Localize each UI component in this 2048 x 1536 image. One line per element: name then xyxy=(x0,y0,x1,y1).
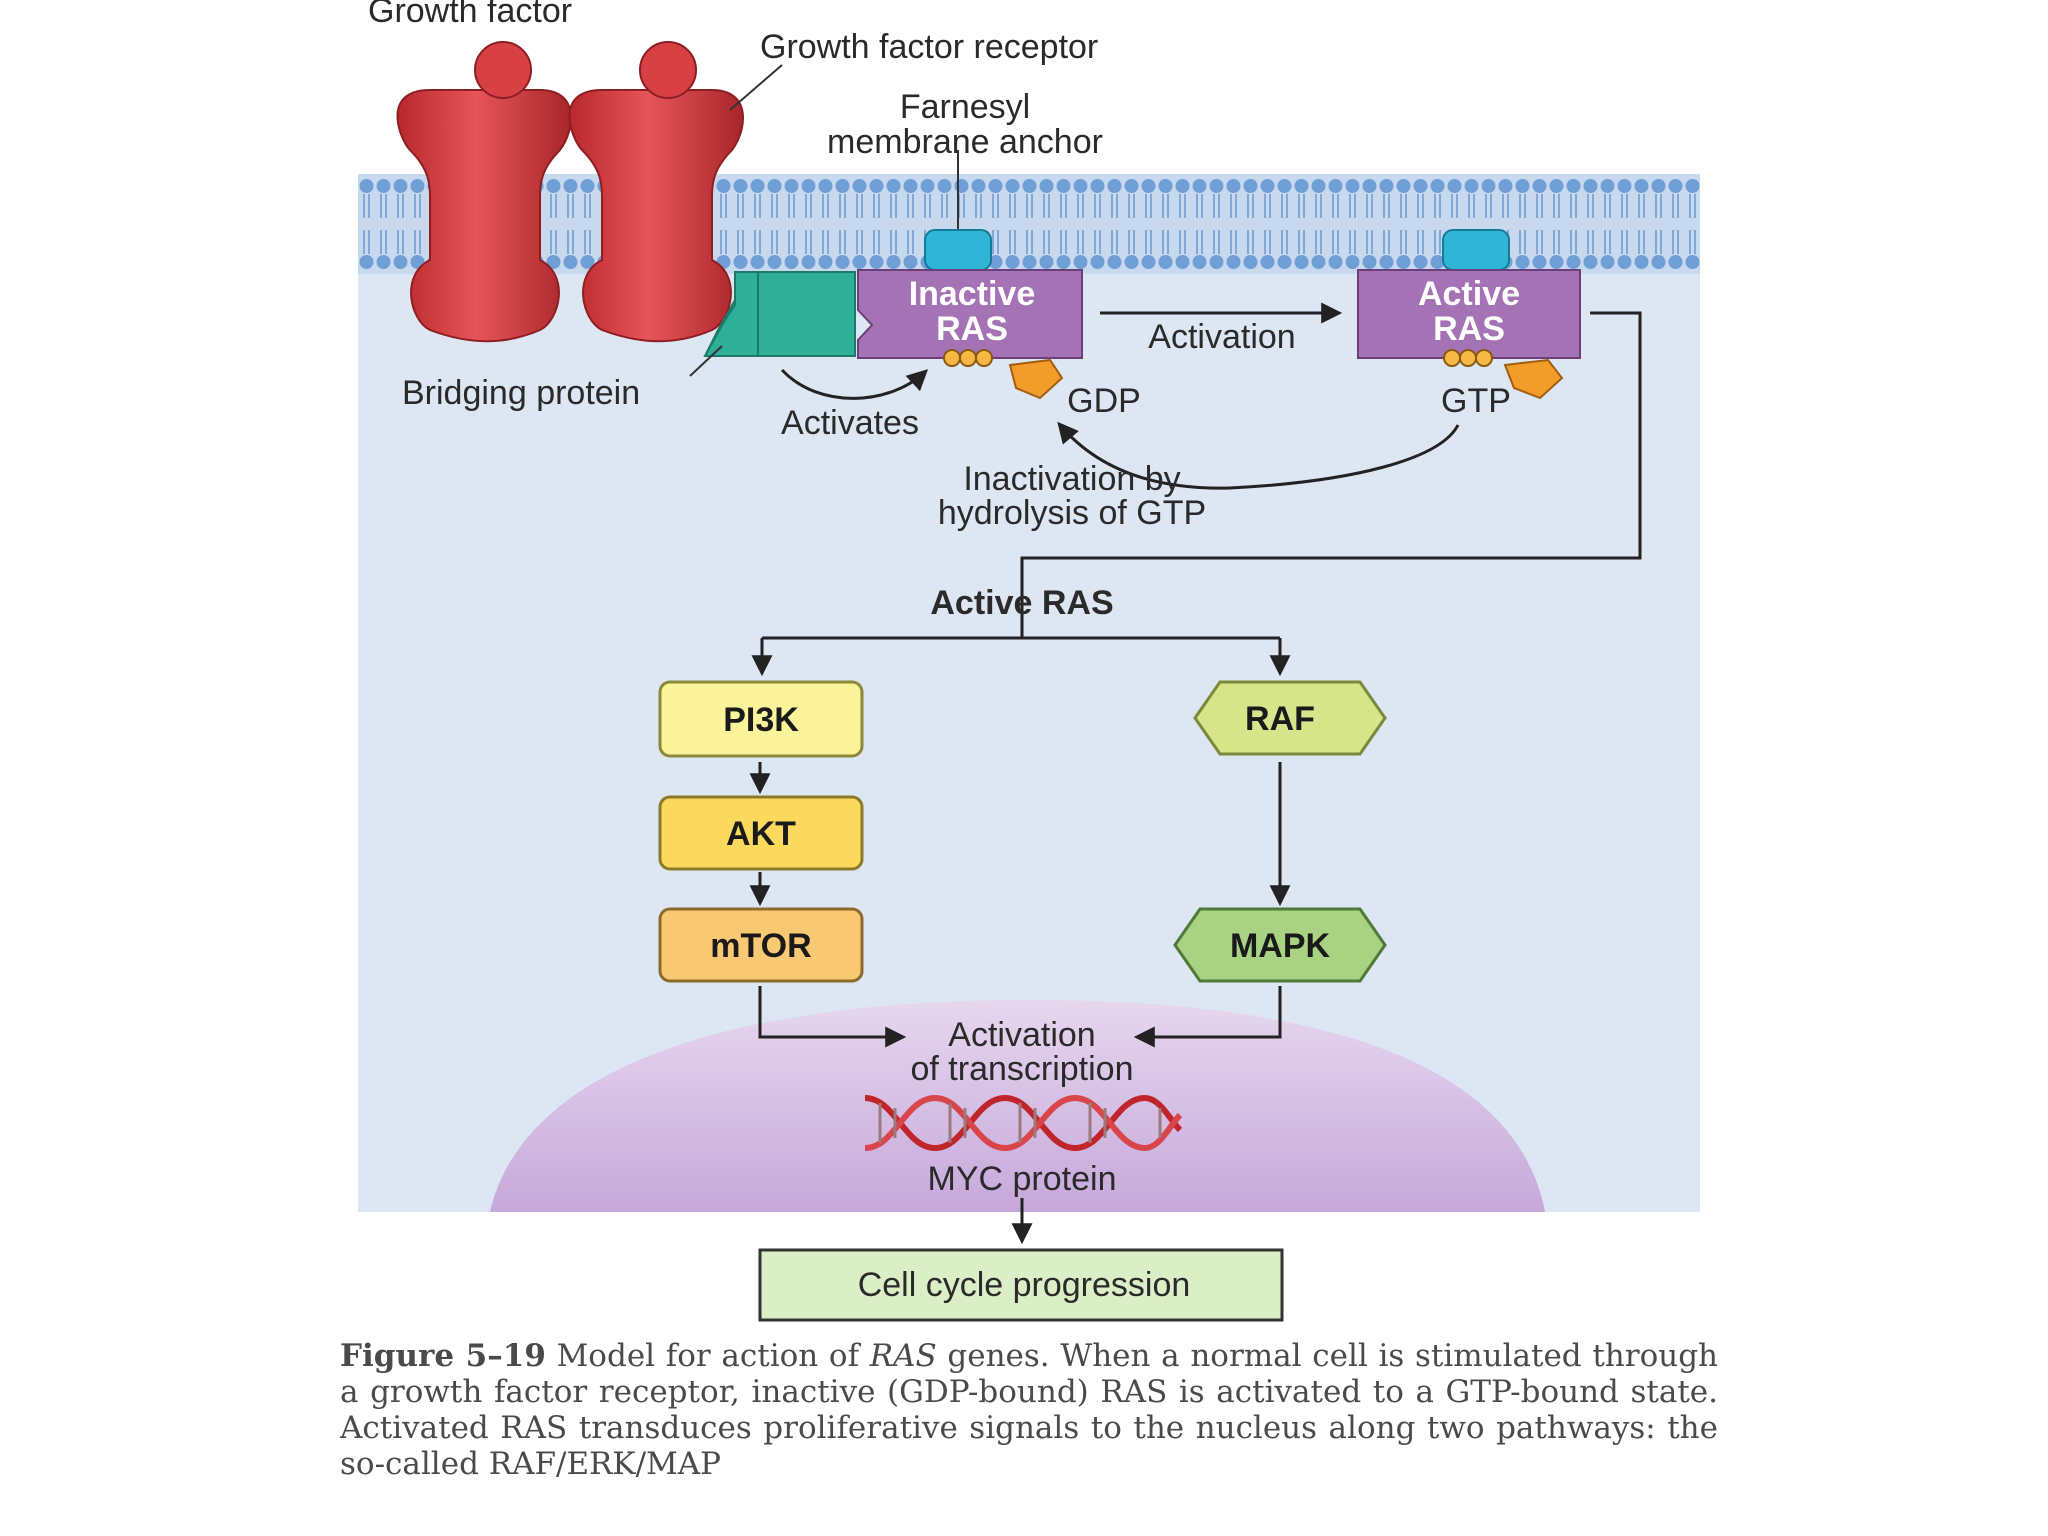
myc-protein-label: MYC protein xyxy=(928,1160,1117,1198)
farnesyl-anchor-active xyxy=(1442,229,1510,271)
transcription-label-line1: Activation xyxy=(948,1016,1095,1054)
gtp-label: GTP xyxy=(1441,382,1511,420)
raf-label: RAF xyxy=(1245,700,1315,738)
inactivation-label-line1: Inactivation by xyxy=(963,460,1180,498)
bridging-protein xyxy=(703,271,856,357)
growth-factor-label: Growth factor xyxy=(368,0,572,30)
cell-cycle-box xyxy=(758,1248,1284,1322)
akt-box xyxy=(658,795,864,871)
caption-text-after: genes. When a normal cell is stimulated … xyxy=(340,1338,1719,1482)
inactive-ras-label-line1: Inactive xyxy=(909,275,1036,313)
gdp-label: GDP xyxy=(1067,382,1141,420)
active-ras-branch-label: Active RAS xyxy=(930,584,1113,622)
transcription-label-line2: of transcription xyxy=(911,1050,1134,1088)
inactive-ras xyxy=(857,269,1083,400)
figure-caption: Figure 5–19 Model for action of RAS gene… xyxy=(340,1338,1718,1482)
growth-factor xyxy=(474,41,697,99)
bridging-leader-line xyxy=(689,345,723,377)
active-ras-label-line1: Active xyxy=(1418,275,1520,313)
receptor-leader-line xyxy=(729,64,783,111)
dna-helix-icon xyxy=(864,1094,1183,1152)
cell-membrane xyxy=(358,174,1700,274)
growth-factor-receptor-label: Growth factor receptor xyxy=(760,28,1098,66)
cell-cycle-label: Cell cycle progression xyxy=(858,1266,1191,1304)
caption-text-before: Model for action of xyxy=(545,1338,870,1374)
mtor-label: mTOR xyxy=(710,927,811,965)
nucleus xyxy=(490,1000,1545,1212)
activation-label: Activation xyxy=(1148,318,1295,356)
farnesyl-label-line2: membrane anchor xyxy=(827,123,1103,161)
inactive-ras-label-line2: RAS xyxy=(936,310,1008,348)
growth-factor-receptor xyxy=(396,89,744,343)
mtor-box xyxy=(658,907,864,983)
farnesyl-anchor-inactive xyxy=(924,229,992,271)
pi3k-label: PI3K xyxy=(723,701,799,739)
activates-label: Activates xyxy=(781,404,919,442)
active-ras-label-line2: RAS xyxy=(1433,310,1505,348)
inactivation-label-line2: hydrolysis of GTP xyxy=(938,494,1206,532)
caption-italic-term: RAS xyxy=(869,1338,937,1374)
bridging-protein-label: Bridging protein xyxy=(402,374,640,412)
pi3k-box xyxy=(658,680,864,758)
figure-number: Figure 5–19 xyxy=(340,1338,546,1374)
mapk-hexagon xyxy=(1173,907,1387,983)
akt-label: AKT xyxy=(726,815,796,853)
farnesyl-label-line1: Farnesyl xyxy=(900,88,1030,126)
arrows xyxy=(749,302,1642,1245)
active-ras xyxy=(1357,269,1581,400)
raf-hexagon xyxy=(1193,680,1387,756)
mapk-label: MAPK xyxy=(1230,927,1331,965)
